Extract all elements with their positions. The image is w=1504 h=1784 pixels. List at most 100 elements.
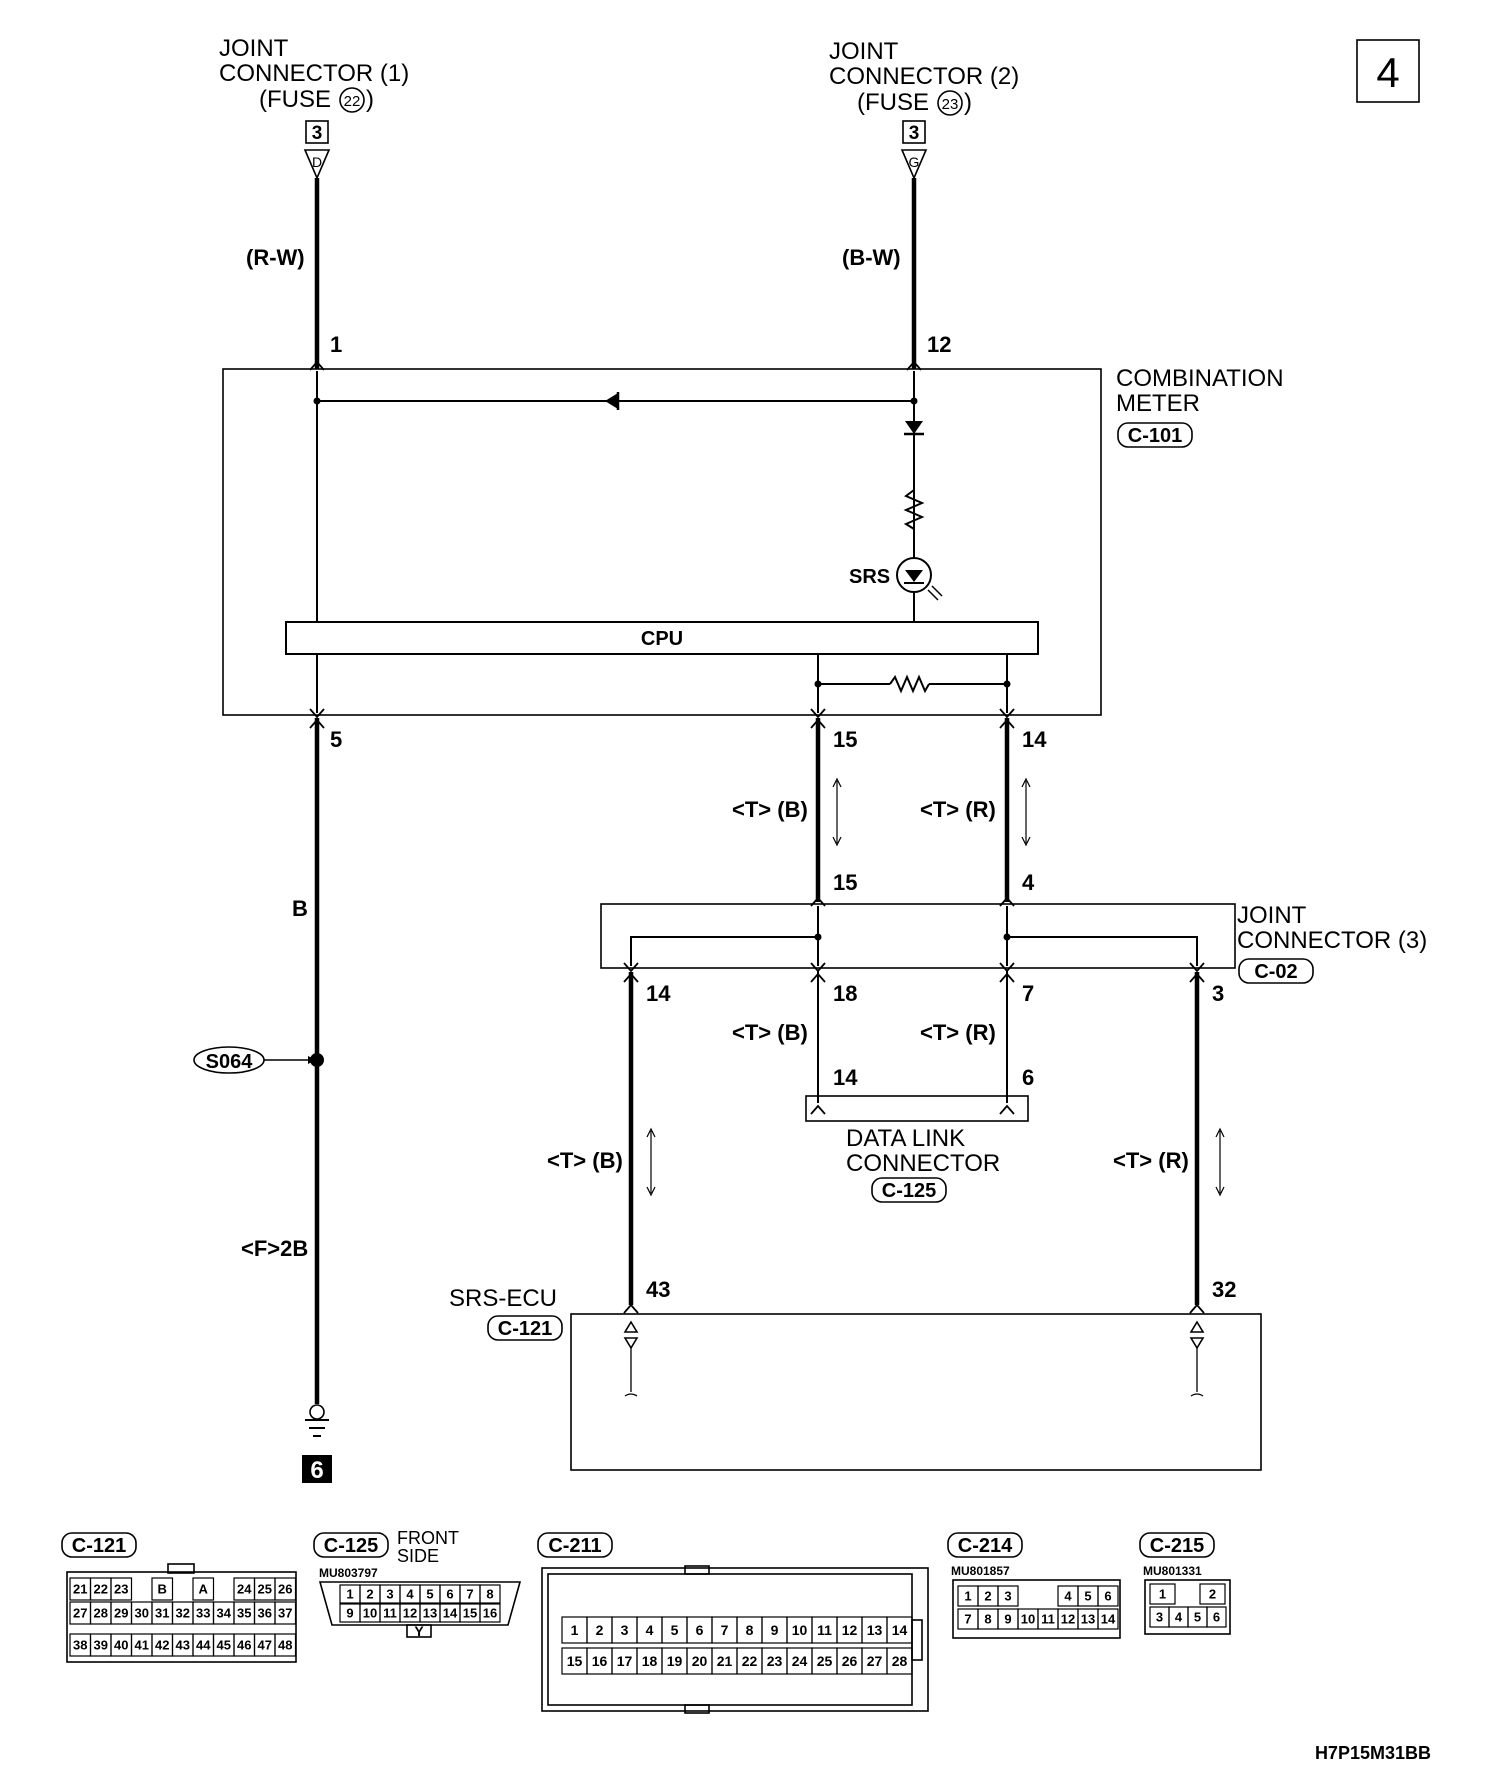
svg-text:CONNECTOR (1): CONNECTOR (1) <box>219 60 409 87</box>
drawing-code: H7P15M31BB <box>1315 1743 1431 1763</box>
svg-text:): ) <box>366 86 374 113</box>
joint-connector-2-label: JOINT CONNECTOR (2) (FUSE 23 ) <box>829 38 1019 116</box>
wire-b-label: B <box>292 896 308 921</box>
svg-text:C-101: C-101 <box>1128 425 1182 447</box>
wire-r-w-label: (R-W) <box>246 245 305 270</box>
dlc-pin-14: 14 <box>833 1065 858 1090</box>
connector-pin-number: 27 <box>867 1653 883 1669</box>
svg-text:MU803797: MU803797 <box>319 1566 378 1580</box>
connector-pin-cell <box>274 1601 297 1625</box>
connector-pin-number: 24 <box>237 1582 252 1597</box>
connector-pin-number: 15 <box>567 1653 583 1669</box>
connector-pin-number: 29 <box>114 1606 128 1621</box>
cpu-box <box>285 621 1039 655</box>
connector-pin-number: 28 <box>892 1653 908 1669</box>
connector-pin-number: 36 <box>258 1606 272 1621</box>
jc3-pin-4: 4 <box>1022 870 1035 895</box>
resistor-horizontal <box>889 674 930 694</box>
srs-ecu-pin-32: 32 <box>1212 1277 1236 1302</box>
svg-text:S064: S064 <box>206 1051 254 1073</box>
connector-pin-number: 34 <box>217 1606 232 1621</box>
connector-pin-number: 9 <box>771 1622 779 1638</box>
connector-pin-number: 21 <box>717 1653 733 1669</box>
svg-text:MU801331: MU801331 <box>1143 1564 1202 1578</box>
connector-pin-cell <box>1149 1583 1176 1605</box>
connector-pin-cell <box>997 1585 1019 1607</box>
can-b-label-ecu: <T> (B) <box>547 1148 623 1173</box>
connector-pin-number: 33 <box>196 1606 210 1621</box>
connector-pin-number: 23 <box>114 1582 128 1597</box>
connector-pin-number: 7 <box>964 1612 971 1627</box>
ground-reference-number: 6 <box>310 1457 323 1484</box>
connector-pin-number: 48 <box>278 1638 292 1653</box>
connector-pin-cell <box>479 1584 501 1604</box>
connector-pin-number: 24 <box>792 1653 808 1669</box>
twisted-pair-arrow-icon <box>832 777 1031 847</box>
connector-pin-cell <box>110 1577 133 1601</box>
ground-symbol-icon <box>305 1404 329 1437</box>
connector-pin-number: 40 <box>114 1638 128 1653</box>
ground-reference-box <box>302 1455 332 1483</box>
connector-pin-number: 1 <box>346 1587 353 1602</box>
connector-pin-number: 17 <box>617 1653 633 1669</box>
connector-pin-number: 2 <box>366 1587 373 1602</box>
svg-text:CONNECTOR (2): CONNECTOR (2) <box>829 63 1019 90</box>
connector-pin-number: 13 <box>423 1606 437 1621</box>
svg-text:C-02: C-02 <box>1254 961 1297 983</box>
connector-pin-number: 7 <box>721 1622 729 1638</box>
jc3-pin-18: 18 <box>833 981 857 1006</box>
connector-pin-number: 11 <box>817 1622 832 1638</box>
connector-pin-number: 5 <box>1084 1589 1091 1604</box>
joint-connector-1-label: JOINT CONNECTOR (1) (FUSE 22 ) <box>219 35 409 113</box>
connector-pin-number: 4 <box>646 1622 654 1638</box>
joint-connector-3-box <box>600 903 1236 969</box>
jc3-pin-14: 14 <box>646 981 671 1006</box>
srs-ecu-code: C-121 <box>498 1318 552 1340</box>
fuse-22-number: 22 <box>344 93 361 110</box>
svg-text:): ) <box>964 89 972 116</box>
svg-text:FRONT: FRONT <box>397 1528 459 1548</box>
connector-pin-number: 25 <box>817 1653 833 1669</box>
connector-pin-number: 6 <box>696 1622 704 1638</box>
connector-pin-number: 13 <box>1081 1612 1095 1627</box>
svg-text:C-121: C-121 <box>72 1535 126 1557</box>
srs-lamp-label: SRS <box>849 566 890 588</box>
connector-pin-number: 4 <box>1064 1589 1072 1604</box>
connector-pin-number: 4 <box>1175 1610 1183 1625</box>
connector-pin-number: 11 <box>1041 1612 1055 1627</box>
ecu-internal-terminal-icon <box>623 1320 1205 1397</box>
joint-connector-1-terminal: 3 D <box>303 120 331 181</box>
connector-pin-number: 15 <box>463 1606 477 1621</box>
svg-text:C-125: C-125 <box>324 1535 378 1557</box>
joint-connector-3-label: JOINT CONNECTOR (3) C-02 <box>1237 902 1427 984</box>
svg-text:JOINT: JOINT <box>219 35 289 62</box>
srs-ecu-label: SRS-ECU <box>449 1285 557 1312</box>
svg-text:(FUSE: (FUSE <box>259 86 331 113</box>
connector-pin-number: A <box>199 1582 209 1597</box>
data-link-connector-label: DATA LINK CONNECTOR C-125 <box>846 1125 1000 1203</box>
connector-pin-number: 3 <box>1004 1589 1011 1604</box>
connector-pin-number: 28 <box>94 1606 108 1621</box>
connector-pin-number: 43 <box>176 1638 190 1653</box>
connector-pin-number: 44 <box>196 1638 211 1653</box>
svg-text:C-214: C-214 <box>958 1535 1013 1557</box>
jc3-pin-3: 3 <box>1212 981 1224 1006</box>
connector-pin-number: 37 <box>278 1606 292 1621</box>
jc3-internal-r-branch <box>1007 936 1198 966</box>
svg-text:CONNECTOR (3): CONNECTOR (3) <box>1237 927 1427 954</box>
connector-pin-number: 47 <box>258 1638 272 1653</box>
connector-pin-number: 1 <box>964 1589 971 1604</box>
meter-pin-5: 5 <box>330 727 342 752</box>
connector-pin-number: 3 <box>386 1587 393 1602</box>
svg-text:CONNECTOR: CONNECTOR <box>846 1150 1000 1177</box>
page-number-box: 4 <box>1356 39 1420 103</box>
connector-pin-number: 42 <box>155 1638 169 1653</box>
svg-text:G: G <box>909 154 920 170</box>
connector-pin-cell <box>192 1577 215 1601</box>
